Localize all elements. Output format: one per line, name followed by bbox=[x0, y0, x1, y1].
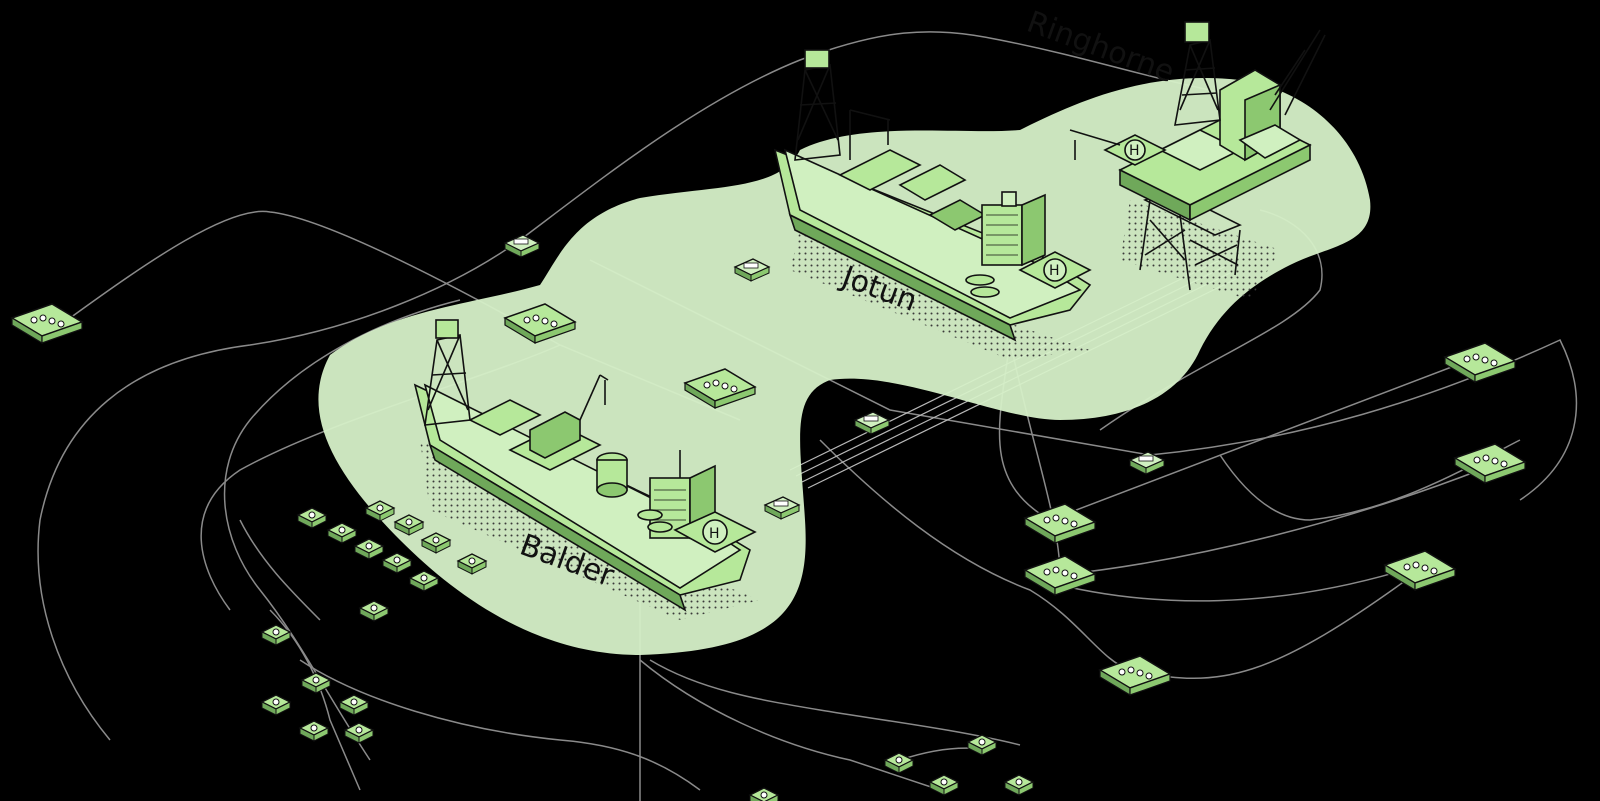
fpso-ship-icon: H bbox=[413, 319, 757, 612]
fpso-ship-icon: H bbox=[773, 49, 1092, 342]
platform-icon: H bbox=[1069, 21, 1326, 291]
facility-label-ringhorne: Ringhorne bbox=[1022, 5, 1179, 91]
svg-text:H: H bbox=[1129, 143, 1140, 159]
svg-text:H: H bbox=[709, 526, 720, 542]
svg-text:H: H bbox=[1049, 263, 1060, 279]
